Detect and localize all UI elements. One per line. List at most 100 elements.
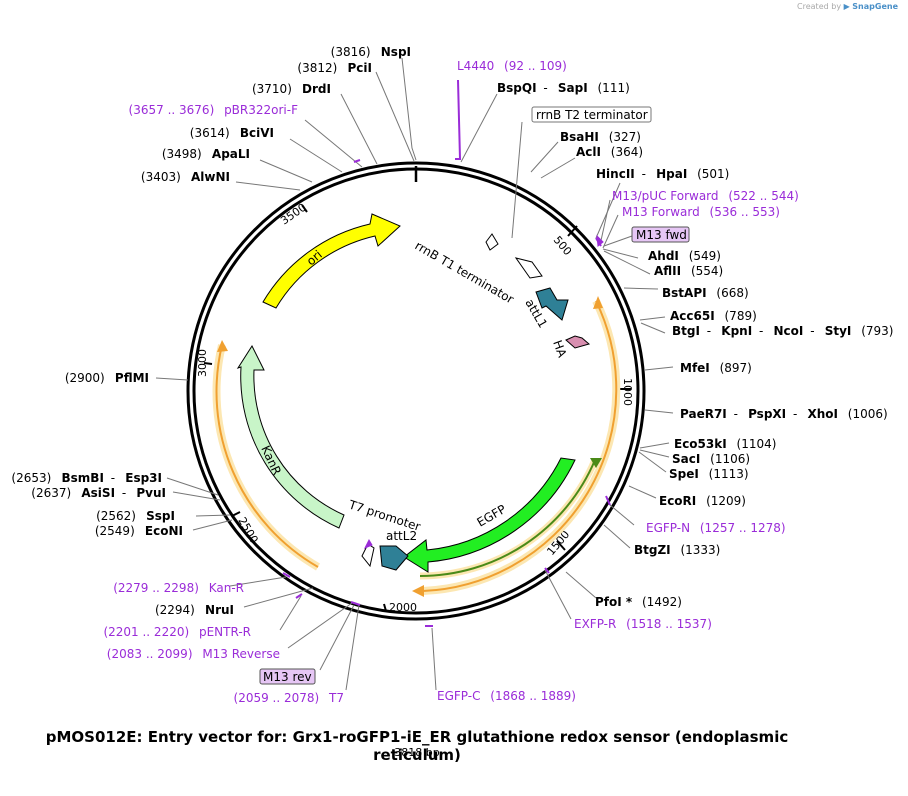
site-label-part: PvuI (132, 486, 166, 500)
site-label-part: - (703, 324, 711, 338)
site-label-part: BtgI (672, 324, 700, 338)
site-label-part: (3614) (190, 126, 230, 140)
leader-lines (155, 57, 674, 691)
snapgene-credit: Created by ▶ SnapGene (797, 2, 898, 11)
site-label-part: pENTR-R (195, 625, 251, 639)
site-label-nsp: (3816) NspI (331, 45, 411, 59)
site-label-pen: (2201 .. 2220) pENTR-R (103, 625, 251, 639)
site-label-part: BciVI (236, 126, 274, 140)
site-label-part: AhdI (648, 249, 679, 263)
site-label-acl: AclI (364) (576, 145, 643, 159)
site-label-e53: Eco53kI (1104) (674, 437, 776, 451)
site-label-part: (3816) (331, 45, 371, 59)
tick-label-500: 500 (551, 234, 574, 258)
feature-label-attl2: attL2 (386, 529, 417, 543)
site-label-part: DrdI (298, 82, 331, 96)
feature-ori-arrow (262, 213, 401, 309)
site-label-part: - (789, 407, 797, 421)
site-label-bgz: BtgZI (1333) (634, 543, 720, 557)
site-label-part: BspQI (497, 81, 537, 95)
arc-head-green (590, 458, 602, 468)
site-label-part: (1113) (705, 467, 749, 481)
map-title: pMOS012E: Entry vector for: Grx1-roGFP1-… (45, 728, 789, 764)
site-label-ahd: AhdI (549) (648, 249, 721, 263)
feature-rrnb-t2-arrow (485, 233, 499, 251)
site-label-part: (1209) (702, 494, 746, 508)
site-label-part: M13 Forward (622, 205, 700, 219)
site-label-pae: PaeR7I - PspXI - XhoI (1006) (680, 407, 888, 421)
site-label-egn: EGFP-N (1257 .. 1278) (646, 521, 786, 535)
primer-site-arrow-2 (596, 234, 604, 247)
site-label-part: (3498) (162, 147, 202, 161)
site-label-asi: (2637) AsiSI - PvuI (31, 486, 166, 500)
map-size: 3818 bp (394, 746, 440, 759)
site-label-part: NspI (377, 45, 411, 59)
site-label-part: M13 rev (263, 670, 312, 684)
tick-label-1000: 1000 (621, 378, 634, 406)
site-label-part: EXFP-R (574, 617, 616, 631)
site-label-mfe: MfeI (897) (680, 361, 752, 375)
site-label-part: (2900) (65, 371, 105, 385)
site-label-part: - (806, 324, 814, 338)
feature-t7-arrow (361, 543, 375, 568)
site-label-part: AflII (654, 264, 681, 278)
site-label-part: L4440 (457, 59, 494, 73)
site-label-part: - (638, 167, 646, 181)
site-label-part: (2294) (155, 603, 195, 617)
site-label-pbr: (3657 .. 3676) pBR322ori-F (129, 103, 299, 117)
site-label-part: (2083 .. 2099) (107, 647, 193, 661)
site-label-ssp: (2562) SspI (96, 509, 175, 523)
site-label-nru: (2294) NruI (155, 603, 234, 617)
orange-arcs (212, 299, 621, 595)
site-label-part: SpeI (669, 467, 699, 481)
site-label-part: (522 .. 544) (725, 189, 799, 203)
site-label-m13f: M13 Forward (536 .. 553) (622, 205, 780, 219)
site-label-part: AclI (576, 145, 601, 159)
site-label-part: (111) (594, 81, 630, 95)
feature-attl1-arrow (535, 287, 569, 321)
tick-label-2000: 2000 (389, 601, 417, 614)
site-label-part: (554) (687, 264, 723, 278)
site-label-part: M13 fwd (636, 228, 687, 242)
site-label-pfo: PfoI * (1492) (595, 595, 682, 609)
site-label-part: T7 (325, 691, 344, 705)
site-label-part: (501) (693, 167, 729, 181)
rrnb-t2-box (531, 106, 652, 123)
site-label-part: (3812) (297, 61, 337, 75)
site-label-part: - (755, 324, 763, 338)
feature-label-kanr: KanR (258, 443, 284, 477)
feature-kanr-arrow (236, 344, 345, 529)
site-label-spe: SpeI (1113) (669, 467, 749, 481)
site-label-egc: EGFP-C (1868 .. 1889) (437, 689, 576, 703)
backbone-inner (192, 167, 640, 615)
snapgene-logo-icon: ▶ (843, 2, 850, 11)
site-label-part: (2059 .. 2078) (234, 691, 320, 705)
site-label-part: AlwNI (187, 170, 230, 184)
site-label-part: (327) (605, 130, 641, 144)
site-label-part: Kan-R (205, 581, 244, 595)
site-label-part: (1104) (733, 437, 777, 451)
site-label-part: PflMI (111, 371, 149, 385)
tick-label-3000: 3000 (196, 349, 209, 377)
feature-rrnb-t1-arrow (514, 257, 543, 279)
site-label-part: (1006) (844, 407, 888, 421)
site-label-part: (1106) (706, 452, 750, 466)
site-label-part: SacI (672, 452, 700, 466)
feature-label-ha: HA (550, 338, 569, 360)
site-label-part: (668) (713, 286, 749, 300)
site-label-part: M13/pUC Forward (612, 189, 719, 203)
site-label-part: BsmBI (57, 471, 104, 485)
site-label-part: (789) (721, 309, 757, 323)
site-label-part: (2201 .. 2220) (103, 625, 189, 639)
backbone-outer (186, 161, 646, 621)
site-label-part: (3710) (252, 82, 292, 96)
site-label-bsp: BspQI - SapI (111) (497, 81, 630, 95)
site-label-part: HpaI (652, 167, 687, 181)
site-label-bcl: (3614) BciVI (190, 126, 274, 140)
site-label-part: pBR322ori-F (220, 103, 298, 117)
tick-label-2500: 2500 (235, 515, 260, 546)
site-label-part: (364) (607, 145, 643, 159)
site-label-part: KpnI (717, 324, 752, 338)
site-label-part: M13 Reverse (199, 647, 281, 661)
site-label-part: StyI (821, 324, 852, 338)
